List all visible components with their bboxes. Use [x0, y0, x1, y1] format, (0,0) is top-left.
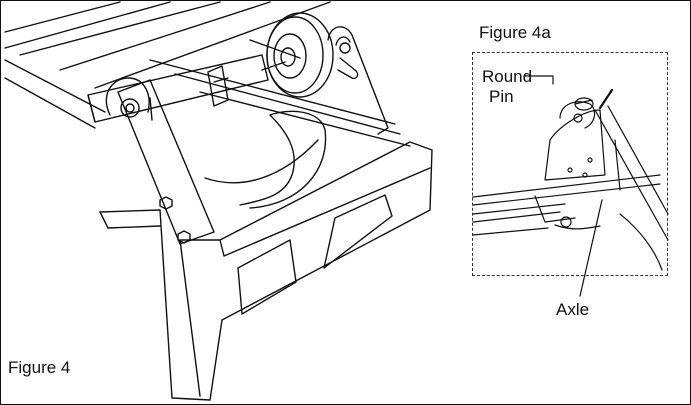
- round-pin-label-line1: Round: [482, 67, 533, 86]
- callout-leaders: [524, 75, 614, 297]
- axle-label: Axle: [556, 300, 590, 319]
- inset-rails: [472, 174, 663, 271]
- figure-4a-label: Figure 4a: [479, 23, 551, 42]
- round-pin: [574, 97, 594, 111]
- detail-inset: [472, 52, 668, 276]
- inset-bracket: [544, 101, 606, 181]
- axle-bar: [87, 54, 269, 123]
- upright-bracket: [105, 77, 215, 245]
- end-plate: [99, 110, 433, 401]
- clevis-bracket: [327, 26, 389, 135]
- inset-axle: [594, 105, 669, 241]
- plate-cutouts: [237, 194, 393, 315]
- round-pin-label-line2: Pin: [489, 87, 514, 106]
- pulley-wheel: [261, 12, 334, 98]
- figure-4-label: Figure 4: [8, 358, 71, 377]
